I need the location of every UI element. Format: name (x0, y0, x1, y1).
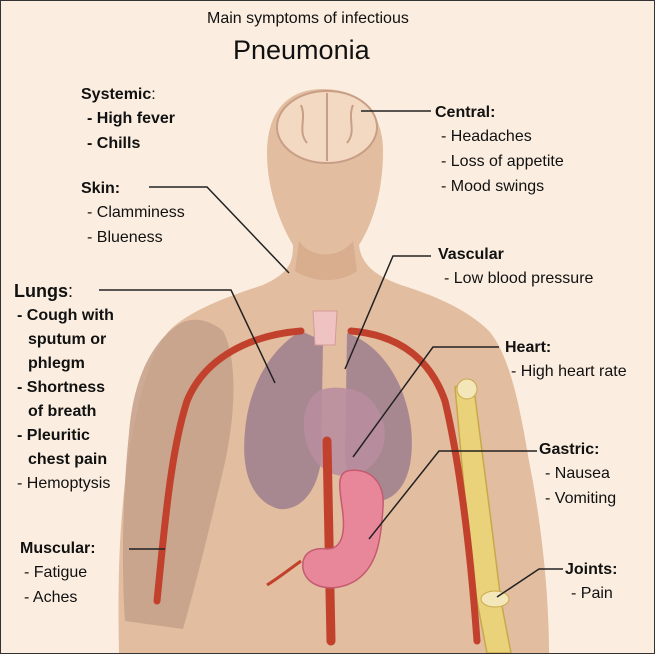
heart-heading: Heart: (505, 340, 627, 364)
lungs-heading: Lungs (14, 281, 68, 301)
muscular-item-1: - Fatigue (24, 565, 96, 590)
heart-item-1: - High heart rate (511, 364, 627, 389)
lungs-item-1: - Cough with (17, 308, 114, 332)
label-heart: Heart: - High heart rate (505, 340, 627, 389)
lungs-item-2: sputum or (28, 332, 114, 356)
title-line-2: Pneumonia (233, 37, 370, 64)
systemic-item-2: - Chills (87, 136, 175, 161)
systemic-heading: Systemic (81, 86, 151, 103)
systemic-item-1: - High fever (87, 111, 175, 136)
label-central: Central: - Headaches - Loss of appetite … (435, 105, 564, 204)
lungs-item-5: of breath (28, 404, 114, 428)
lungs-item-7: chest pain (28, 452, 114, 476)
skin-heading: Skin: (81, 181, 185, 205)
lungs-item-6: - Pleuritic (17, 428, 114, 452)
skin-item-1: - Clamminess (87, 205, 185, 230)
gastric-heading: Gastric: (539, 442, 616, 466)
central-item-2: - Loss of appetite (441, 154, 564, 179)
vascular-heading: Vascular (438, 247, 593, 271)
central-item-3: - Mood swings (441, 179, 564, 204)
systemic-colon: : (151, 86, 155, 103)
wrist-joint (481, 591, 509, 607)
label-gastric: Gastric: - Nausea - Vomiting (539, 442, 616, 516)
label-joints: Joints: - Pain (565, 562, 617, 611)
joints-heading: Joints: (565, 562, 617, 586)
label-muscular: Muscular: - Fatigue - Aches (20, 541, 96, 615)
lungs-item-4: - Shortness (17, 380, 114, 404)
elbow-joint (457, 379, 477, 399)
joints-item-1: - Pain (571, 586, 617, 611)
gastric-item-1: - Nausea (545, 466, 616, 491)
gastric-item-2: - Vomiting (545, 491, 616, 516)
label-systemic: Systemic: - High fever - Chills (81, 87, 175, 161)
central-heading: Central: (435, 105, 564, 129)
title-line-1: Main symptoms of infectious (207, 11, 409, 27)
label-vascular: Vascular - Low blood pressure (438, 247, 593, 296)
lungs-colon: : (68, 281, 73, 301)
vascular-item-1: - Low blood pressure (444, 271, 593, 296)
muscular-heading: Muscular: (20, 541, 96, 565)
skin-item-2: - Blueness (87, 230, 185, 255)
trachea (313, 311, 337, 345)
label-lungs: Lungs: - Cough with sputum or phlegm - S… (14, 282, 114, 500)
lungs-item-8: - Hemoptysis (17, 476, 114, 500)
central-item-1: - Headaches (441, 129, 564, 154)
muscular-item-2: - Aches (24, 590, 96, 615)
label-skin: Skin: - Clamminess - Blueness (81, 181, 185, 255)
aorta (327, 441, 331, 641)
lungs-item-3: phlegm (28, 356, 114, 380)
